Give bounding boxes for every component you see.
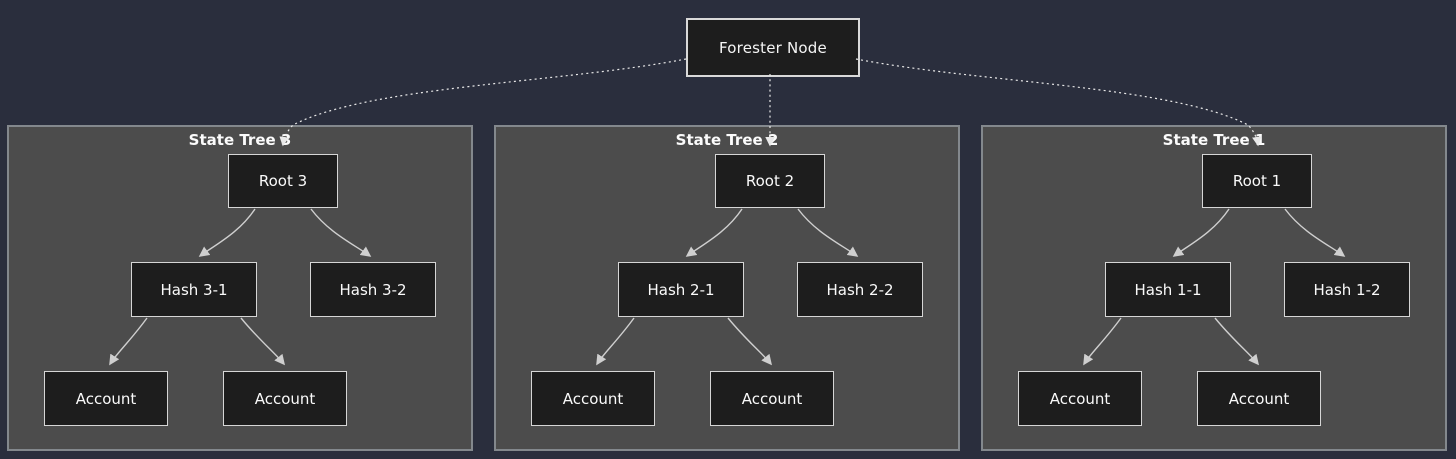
node-hash-3-1: Hash 3-1	[131, 262, 257, 317]
state-tree-3-title: State Tree 3	[188, 131, 292, 149]
node-hash-1-1: Hash 1-1	[1105, 262, 1231, 317]
forester-node-box: Forester Node	[686, 18, 860, 77]
node-hash-1-2: Hash 1-2	[1284, 262, 1410, 317]
node-hash-2-1: Hash 2-1	[618, 262, 744, 317]
state-tree-1-title: State Tree 1	[1162, 131, 1266, 149]
node-account-2b: Account	[710, 371, 834, 426]
node-account-2a: Account	[531, 371, 655, 426]
node-account-3b: Account	[223, 371, 347, 426]
state-tree-2-cluster: State Tree 2 Root 2 Hash 2-1 Hash 2-2 Ac…	[494, 125, 960, 451]
node-root-2: Root 2	[715, 154, 825, 208]
node-root-3: Root 3	[228, 154, 338, 208]
state-tree-2-title: State Tree 2	[675, 131, 779, 149]
node-root-1: Root 1	[1202, 154, 1312, 208]
node-account-1b: Account	[1197, 371, 1321, 426]
node-account-3a: Account	[44, 371, 168, 426]
forester-node-label: Forester Node	[719, 38, 827, 57]
state-tree-3-cluster: State Tree 3 Root 3 Hash 3-1 Hash 3-2 Ac…	[7, 125, 473, 451]
node-hash-2-2: Hash 2-2	[797, 262, 923, 317]
node-hash-3-2: Hash 3-2	[310, 262, 436, 317]
state-tree-1-cluster: State Tree 1 Root 1 Hash 1-1 Hash 1-2 Ac…	[981, 125, 1447, 451]
node-account-1a: Account	[1018, 371, 1142, 426]
